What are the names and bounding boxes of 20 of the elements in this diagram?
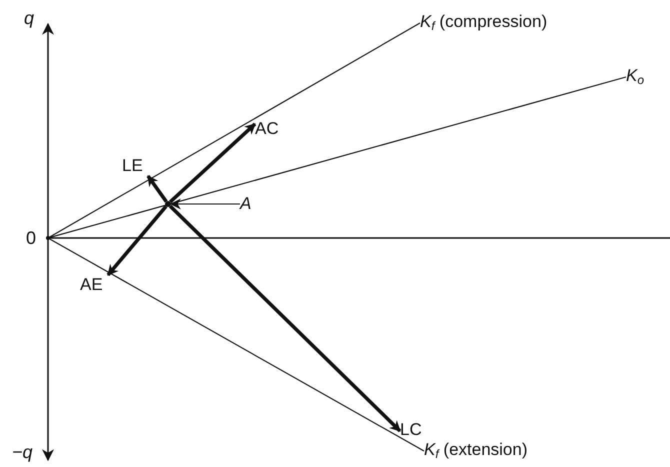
stress-path-arrow: [168, 122, 256, 204]
line-label: LC: [400, 420, 422, 440]
line-label: A: [240, 194, 252, 214]
axis-label: −q: [12, 442, 33, 462]
line-label: AC: [255, 119, 279, 139]
axis-label: 0: [26, 228, 36, 248]
envelope-line: [49, 22, 420, 238]
envelope-line: [50, 76, 626, 238]
line-label: K$_{f}$ (compression): [420, 12, 548, 32]
line-label: K$_{f}$ (extension): [424, 440, 528, 460]
line-label: AE: [80, 275, 103, 295]
line-label: LE: [122, 156, 143, 176]
axis-label: q: [24, 8, 34, 28]
point-marker: [46, 236, 50, 240]
stress-path-arrow: [168, 204, 402, 432]
line-label: K$_{o}$: [626, 66, 644, 86]
stress-path-arrow: [106, 205, 168, 276]
leader-arrow: [170, 198, 240, 210]
stress-path-arrow: [146, 174, 168, 203]
envelope-line: [49, 238, 424, 452]
